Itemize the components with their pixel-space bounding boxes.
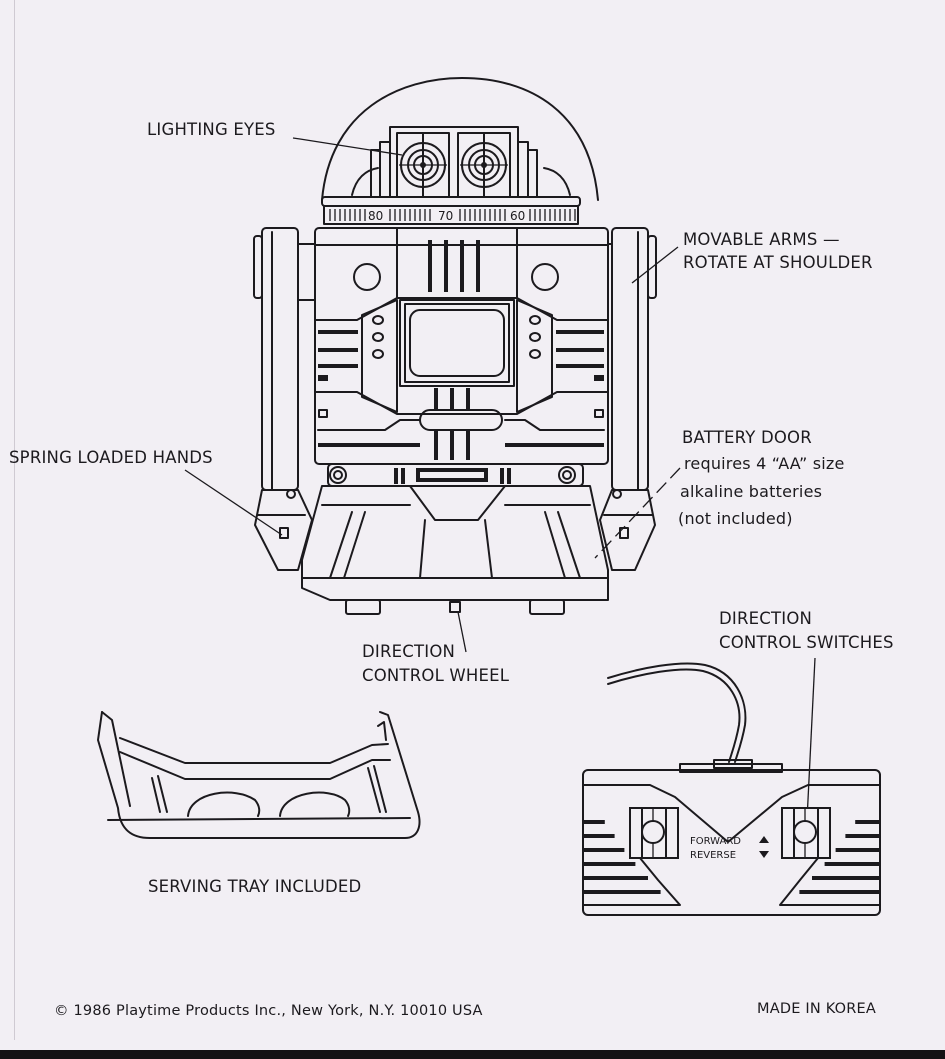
robot-base [301,485,609,615]
callout-switches-line1: DIRECTION [719,609,813,628]
dial-label-80: 80 [368,209,383,223]
forward-label: FORWARD [690,836,741,847]
leader-lighting-eyes [292,137,403,156]
serving-tray-illustration [97,711,421,839]
callout-wheel-line2: CONTROL WHEEL [362,666,510,685]
callout-leaders [184,137,816,821]
callout-switches-line2: CONTROL SWITCHES [719,633,894,652]
leader-spring-hands [184,469,283,536]
robot-dial-band: 80 70 60 [321,196,581,225]
callout-movable-arms-line2: ROTATE AT SHOULDER [683,253,873,272]
callout-lighting-eyes: LIGHTING EYES [147,120,276,139]
robot-body [314,227,609,465]
callout-battery-line1: requires 4 “AA” size [684,454,845,473]
lighting-eye-left [399,142,447,188]
callout-battery-line2: alkaline batteries [680,482,823,501]
dial-label-70: 70 [438,209,453,223]
forward-reverse-switch-left[interactable] [629,807,679,859]
page-fold-line [14,0,15,1040]
callout-battery-line3: (not included) [678,509,793,528]
lighting-eye-right [460,142,508,188]
remote-control-illustration: FORWARD REVERSE [582,662,881,916]
leader-battery-door [594,467,681,559]
forward-arrow-up-icon [759,836,769,843]
callout-movable-arms-line1: MOVABLE ARMS — [683,230,840,249]
footer-copyright: © 1986 Playtime Products Inc., New York,… [54,1003,483,1019]
callout-wheel-line1: DIRECTION [362,642,456,661]
footer-made-in: MADE IN KOREA [757,1001,876,1017]
reverse-arrow-down-icon [759,851,769,858]
forward-reverse-switch-right[interactable] [781,807,831,859]
leader-movable-arms [631,246,679,284]
robot-arm-left [253,227,316,571]
dial-label-60: 60 [510,209,525,223]
callout-battery-door-title: BATTERY DOOR [682,428,812,447]
scan-edge [0,1050,945,1059]
robot-dome [321,77,599,201]
leader-direction-wheel [457,611,467,653]
robot-waist [327,463,584,487]
reverse-label: REVERSE [690,850,736,861]
robot-illustration: 80 70 60 [253,77,657,615]
robot-tv-screen [399,299,515,387]
leader-direction-switches [806,657,816,821]
callout-spring-hands: SPRING LOADED HANDS [9,448,213,467]
caption-serving-tray: SERVING TRAY INCLUDED [148,877,362,896]
robot-arm-right [599,227,657,571]
